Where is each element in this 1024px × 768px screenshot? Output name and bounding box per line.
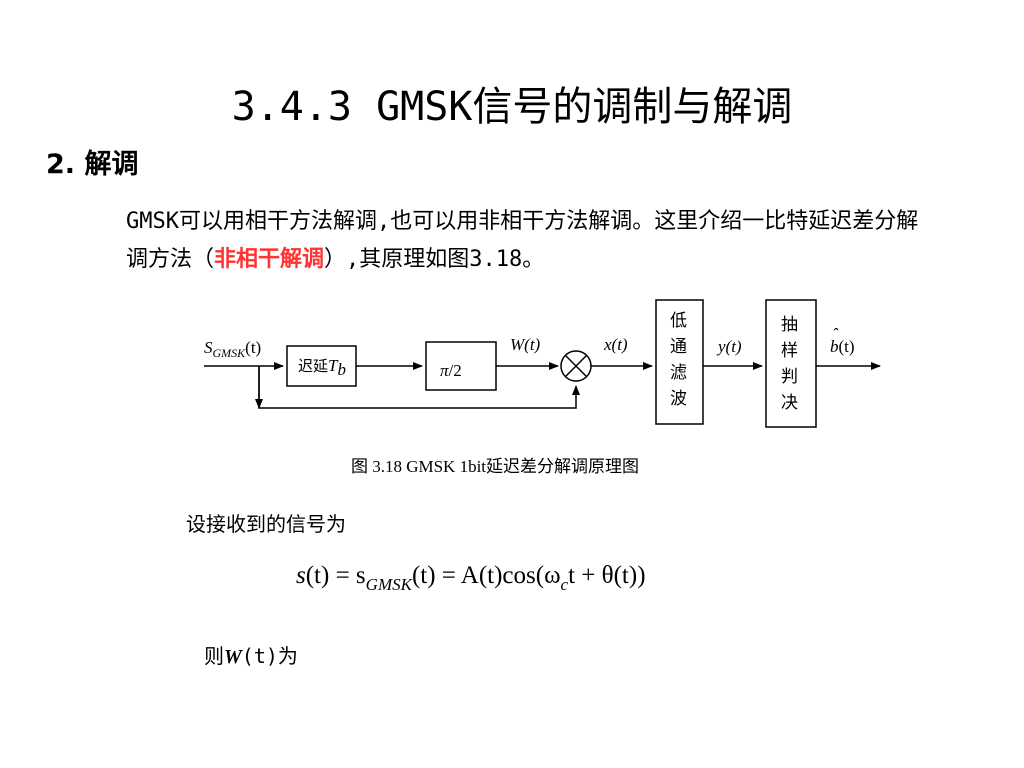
input-signal-label: SGMSK(t) [204,338,261,360]
lpf-char-1: 低 [670,311,687,331]
paragraph-text-before: GMSK可以用相干方法解调,也可以用非相干方法解调。这里介绍一比特延迟差分解调方… [126,209,919,272]
phase-shift-label: π/2 [440,361,462,380]
decision-char-1: 抽 [781,315,798,335]
lpf-char-2: 通 [670,337,687,357]
noncoherent-highlight: 非相干解调 [214,247,325,272]
lpf-char-3: 滤 [670,363,687,383]
signal-equation: s(t) = sGMSK(t) = A(t)cos(ωct + θ(t)) [296,562,646,594]
multiplier-cross-b [564,354,588,378]
slide-title: 3.4.3 GMSK信号的调制与解调 [231,84,793,130]
delay-block [286,345,357,387]
decision-char-2: 样 [781,341,798,361]
output-label: b(t) [830,337,855,356]
w-definition-text: 则W(t)为 [204,644,298,668]
intro-paragraph: GMSK可以用相干方法解调,也可以用非相干方法解调。这里介绍一比特延迟差分解调方… [126,203,926,279]
decision-char-4: 决 [781,393,798,413]
paragraph-text-after: ）,其原理如图3.18。 [324,247,545,272]
sample-decision-block [765,299,817,428]
x-signal-label: x(t) [603,335,628,354]
section-heading: 2. 解调 [46,149,139,180]
decision-char-3: 判 [781,367,798,387]
output-hat: ˆ [832,325,839,344]
figure-caption: 图 3.18 GMSK 1bit延迟差分解调原理图 [350,457,640,476]
lpf-char-4: 波 [670,389,687,409]
w-signal-label: W(t) [510,335,541,354]
delay-block-label: 迟延Tb [298,356,346,379]
y-signal-label: y(t) [716,337,742,356]
lowpass-filter-block [655,299,704,425]
received-signal-text: 设接收到的信号为 [186,512,346,536]
